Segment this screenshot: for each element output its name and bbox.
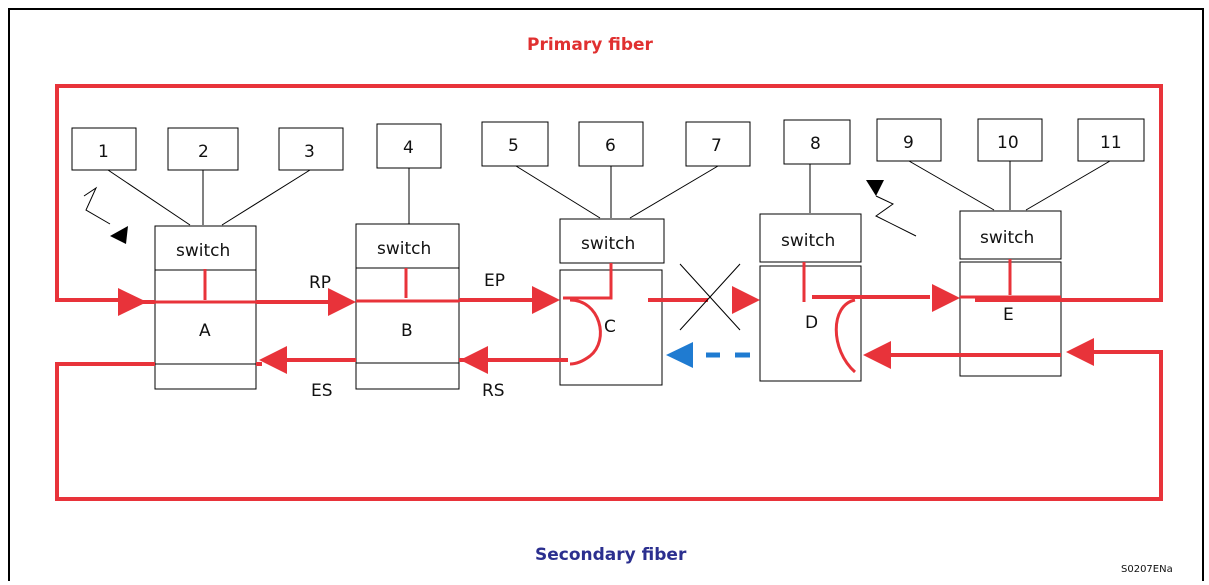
- port-label-rs: RS: [482, 381, 505, 401]
- arrowhead-into-d: [732, 286, 760, 314]
- device-4: 4: [376, 123, 442, 169]
- device-8-label: 8: [810, 134, 821, 154]
- station-c-label: C: [604, 317, 616, 337]
- device-2: 2: [167, 127, 239, 171]
- device-3: 3: [278, 127, 344, 171]
- arrowhead-into-a: [118, 288, 147, 316]
- backup-arrowhead: [666, 342, 693, 368]
- station-a-label: A: [199, 321, 211, 341]
- arrowhead-into-a-secondary: [259, 346, 287, 374]
- station-d-label: D: [805, 313, 818, 333]
- switch-a-label: switch: [176, 241, 230, 261]
- device-10-label: 10: [997, 133, 1019, 153]
- station-c: C: [559, 269, 663, 386]
- device-6-label: 6: [605, 136, 616, 156]
- device-7-label: 7: [711, 136, 722, 156]
- switch-d: switch: [759, 213, 862, 263]
- station-b-label: B: [401, 321, 413, 341]
- primary-fiber-title: Primary fiber: [527, 35, 654, 55]
- station-d: D: [759, 265, 862, 382]
- lightning-right: [866, 180, 917, 237]
- device-7: 7: [685, 121, 751, 167]
- broken-link-cross: [679, 263, 741, 331]
- device-4-label: 4: [403, 138, 414, 158]
- port-label-rp: RP: [309, 273, 331, 293]
- port-label-es: ES: [311, 381, 333, 401]
- switch-b: switch: [355, 223, 460, 269]
- device-2-label: 2: [198, 142, 209, 162]
- primary-ring: [55, 84, 1163, 304]
- switch-c: switch: [559, 218, 665, 264]
- device-8: 8: [783, 119, 851, 165]
- backup-path-arrow: [666, 342, 750, 368]
- ring-arrowheads: [118, 284, 1094, 374]
- port-label-ep: EP: [484, 271, 505, 291]
- switch-c-label: switch: [581, 234, 635, 254]
- device-5: 5: [481, 121, 549, 167]
- device-5-label: 5: [508, 136, 519, 156]
- arrowhead-into-b-secondary: [460, 346, 488, 374]
- device-10: 10: [977, 118, 1043, 162]
- station-e-label: E: [1003, 305, 1014, 325]
- switch-e-label: switch: [980, 228, 1034, 248]
- device-1: 1: [71, 127, 137, 171]
- switch-a: switch: [154, 225, 257, 271]
- device-11: 11: [1077, 118, 1145, 162]
- switch-b-label: switch: [377, 239, 431, 259]
- switch-d-label: switch: [781, 231, 835, 251]
- device-1-label: 1: [98, 142, 109, 162]
- device-links: [107, 160, 1111, 226]
- lightning-left: [83, 186, 128, 244]
- switch-e: switch: [959, 210, 1062, 260]
- device-9: 9: [876, 118, 942, 162]
- arrowhead-into-c: [532, 286, 560, 314]
- arrowhead-into-e: [932, 284, 960, 312]
- arrowhead-into-d-secondary: [863, 341, 891, 369]
- arrowhead-into-b: [328, 288, 356, 316]
- station-internals: [155, 259, 1061, 374]
- figure-code: S0207ENa: [1121, 564, 1173, 575]
- device-11-label: 11: [1100, 133, 1122, 153]
- device-6: 6: [578, 121, 644, 167]
- device-3-label: 3: [304, 142, 315, 162]
- diagram-frame: [8, 8, 1204, 581]
- arrowhead-into-e-secondary: [1066, 338, 1094, 366]
- secondary-fiber-title: Secondary fiber: [535, 545, 687, 565]
- device-9-label: 9: [903, 133, 914, 153]
